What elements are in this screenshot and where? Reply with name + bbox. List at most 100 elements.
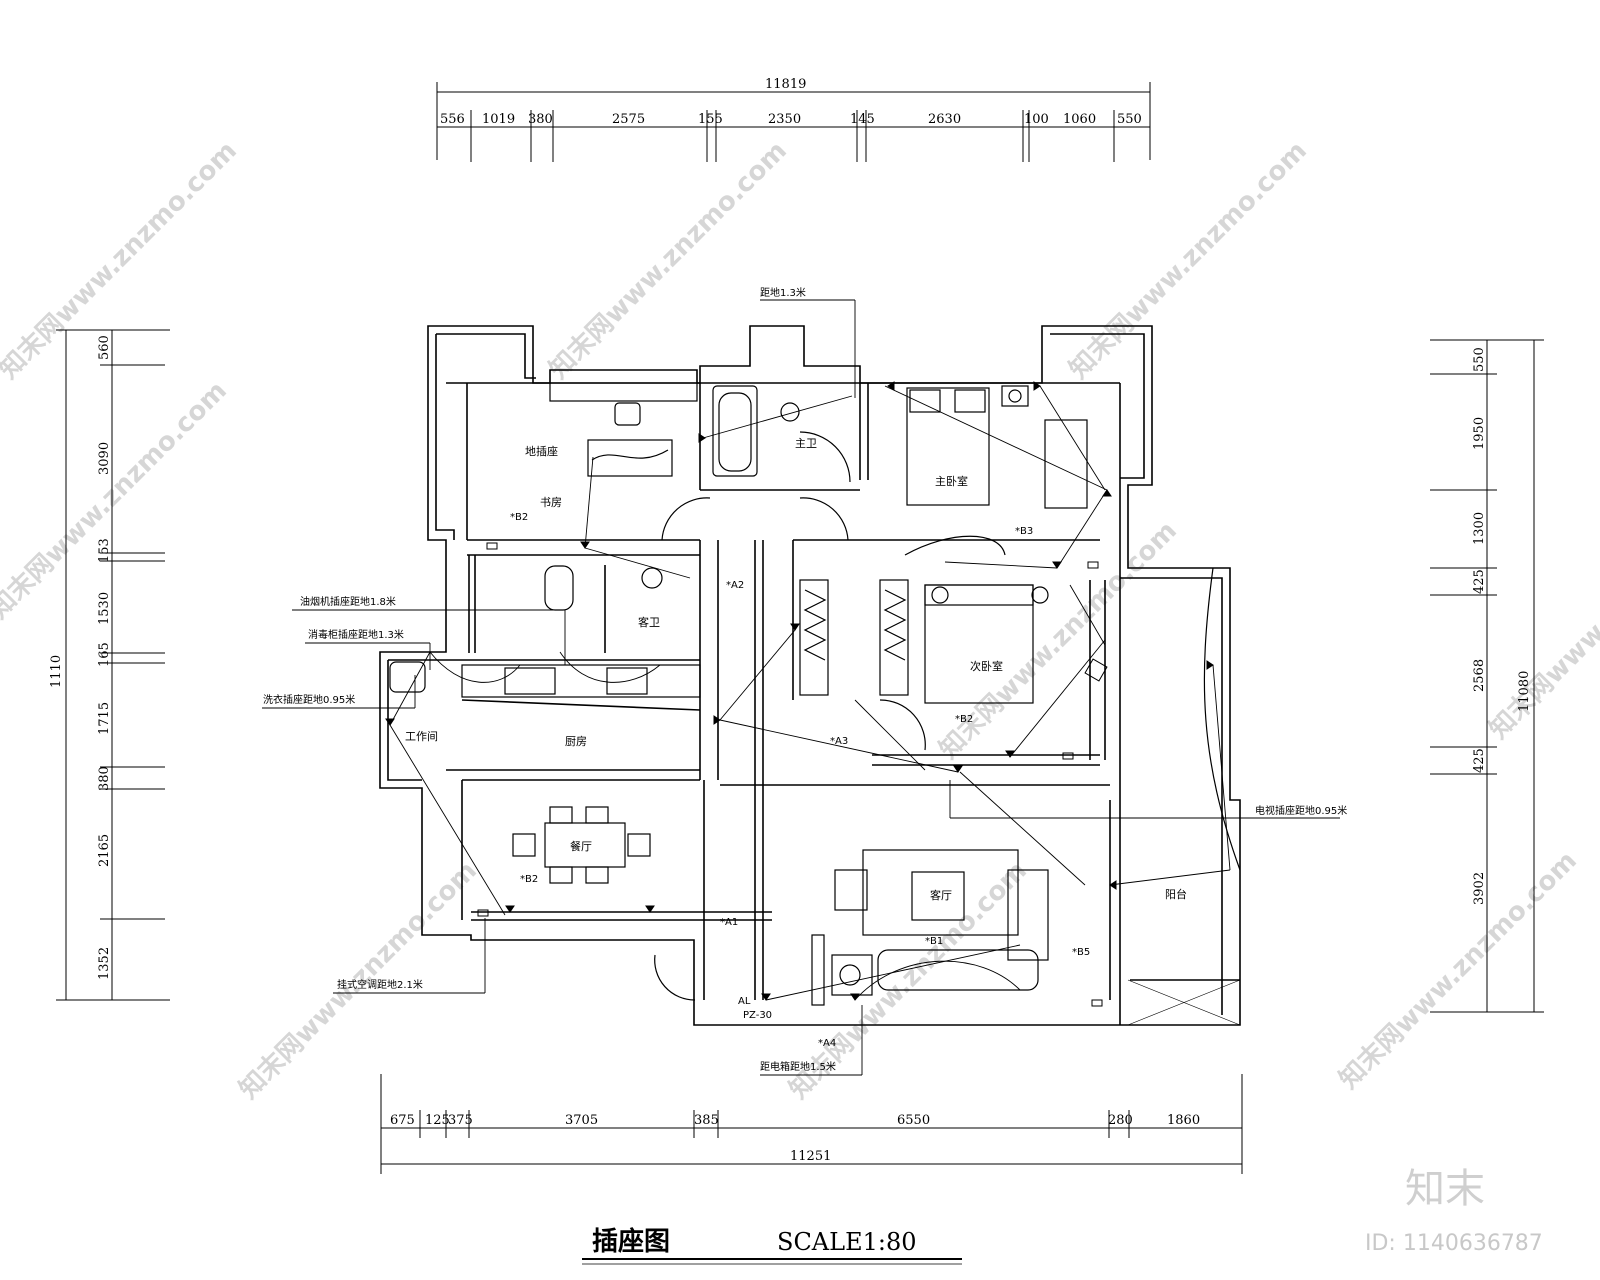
lamp-icon — [1008, 389, 1022, 403]
panel-icon — [1091, 999, 1103, 1007]
socket-icon — [761, 993, 771, 1001]
room-label-second-bed: 次卧室 — [970, 659, 1003, 673]
drawing-title-name: 插座图 — [592, 1226, 670, 1257]
circuit-tag: *B5 — [1072, 947, 1090, 958]
panel-icon — [1087, 561, 1099, 569]
note-cabinet: 消毒柜插座距地1.3米 — [308, 628, 404, 641]
room-labels: 书房 主卫 主卧室 客卫 次卧室 工作间 厨房 餐厅 客厅 阳台 地插座 — [405, 437, 1187, 902]
circuit-tag: PZ-30 — [743, 1010, 772, 1021]
note-ac: 挂式空调距地2.1米 — [337, 978, 423, 991]
bottom-dim: 6550 — [897, 1113, 930, 1128]
furniture — [389, 382, 1241, 1026]
socket-icon — [850, 993, 860, 1001]
top-dim: 1019 — [482, 112, 515, 127]
room-label-guest-bath: 客卫 — [638, 615, 660, 629]
right-dim: 1950 — [1472, 417, 1487, 450]
socket-icon — [953, 765, 963, 773]
socket-icon — [580, 541, 590, 549]
top-dim: 100 — [1024, 112, 1049, 127]
circuit-tags: *B2 *B3 *A2 *A3 *B2 *B2 *A1 *B1 *B5 *A4 … — [510, 512, 1090, 1049]
panel-icon — [486, 542, 498, 550]
bottom-dim: 385 — [694, 1113, 719, 1128]
top-dim: 380 — [528, 112, 553, 127]
bottom-dim: 675 — [390, 1113, 415, 1128]
bottom-dim: 125 — [425, 1113, 450, 1128]
right-dimension-chain — [1430, 339, 1544, 1013]
circuit-tag: *B2 — [510, 512, 528, 523]
room-label-living: 客厅 — [930, 888, 952, 902]
top-dim: 145 — [850, 112, 875, 127]
note-tv: 电视插座距地0.95米 — [1255, 804, 1347, 817]
top-dim: 2630 — [928, 112, 961, 127]
top-dim: 556 — [440, 112, 465, 127]
left-dim: 153 — [97, 538, 112, 563]
top-dimension-chain — [436, 82, 1151, 162]
bottom-dimension-chain — [380, 1074, 1243, 1174]
wiring — [389, 385, 1231, 1001]
toilet-icon — [780, 402, 800, 422]
note-panel: 距电箱距地1.5米 — [760, 1060, 836, 1073]
top-dim: 2350 — [768, 112, 801, 127]
brand-logo: 知末 — [1405, 1166, 1485, 1212]
room-label-study: 书房 — [540, 496, 562, 509]
left-dim: 380 — [97, 766, 112, 791]
socket-icon — [698, 433, 706, 443]
left-dim: 1715 — [97, 702, 112, 735]
watermark-text: 知末网www.znzmo.com — [1064, 136, 1313, 385]
annotations: 距地1.3米 油烟机插座距地1.8米 消毒柜插座距地1.3米 洗衣插座距地0.9… — [263, 286, 1347, 1073]
panel-icon — [477, 909, 489, 917]
watermark-text: 知末网www.znzmo.com — [544, 136, 793, 385]
socket-icon — [1052, 561, 1062, 569]
room-label-dining: 餐厅 — [570, 839, 592, 853]
socket-icon — [645, 905, 655, 913]
watermark-text: 知末网www.znzmo.com — [0, 136, 243, 385]
left-dim: 165 — [97, 642, 112, 667]
bottom-total-dim: 11251 — [790, 1149, 831, 1164]
room-label-laundry: 工作间 — [405, 730, 438, 743]
brand-id: ID: 1140636787 — [1365, 1231, 1543, 1256]
room-label-floor-socket: 地插座 — [525, 444, 558, 458]
right-dims: 550 1950 1300 425 2568 425 3902 — [1472, 347, 1487, 905]
right-dim: 425 — [1472, 569, 1487, 594]
left-total-dim: 1110 — [49, 655, 64, 688]
top-dim: 155 — [698, 112, 723, 127]
left-dim: 560 — [97, 335, 112, 360]
socket-icon — [1005, 750, 1015, 758]
top-dim: 1060 — [1063, 112, 1096, 127]
tv-socket-icon — [1084, 658, 1108, 682]
circuit-tag: *A4 — [818, 1038, 836, 1049]
note-hood: 油烟机插座距地1.8米 — [300, 595, 396, 608]
bottom-dim: 3705 — [565, 1113, 598, 1128]
left-dim: 1352 — [97, 947, 112, 980]
left-dim: 1530 — [97, 592, 112, 625]
socket-icon — [887, 381, 895, 391]
socket-markers — [385, 381, 1214, 1007]
left-dims: 560 3090 153 1530 165 1715 380 2165 1352 — [97, 335, 112, 980]
lamp-icon — [1031, 586, 1049, 604]
socket-icon — [713, 715, 721, 725]
room-label-master-bath: 主卫 — [795, 437, 817, 450]
bottom-dim: 375 — [448, 1113, 473, 1128]
room-label-kitchen: 厨房 — [565, 735, 587, 748]
left-dimension-chain — [56, 329, 170, 1001]
top-dim: 550 — [1117, 112, 1142, 127]
drawing-title: 插座图 SCALE1:80 — [582, 1226, 962, 1265]
circuit-tag: *A1 — [720, 917, 738, 928]
lamp-icon — [931, 586, 949, 604]
brand-watermark: 知末 ID: 1140636787 — [1365, 1166, 1543, 1256]
right-dim: 550 — [1472, 347, 1487, 372]
bottom-dims: 675 125 375 3705 385 6550 280 1860 — [390, 1113, 1200, 1128]
right-dim: 1300 — [1472, 512, 1487, 545]
socket-icon — [385, 718, 395, 726]
room-label-master-bed: 主卧室 — [935, 474, 968, 488]
circuit-tag: *B3 — [1015, 526, 1033, 537]
right-dim: 3902 — [1472, 872, 1487, 905]
right-dim: 425 — [1472, 748, 1487, 773]
socket-icon — [1033, 381, 1041, 391]
circuit-tag: *A3 — [830, 736, 848, 747]
top-total-dim: 11819 — [765, 77, 806, 92]
socket-icon — [1109, 880, 1117, 890]
circuit-tag: AL — [738, 996, 751, 1007]
watermark-text: 知末网www.znzmo.com — [1334, 846, 1583, 1095]
